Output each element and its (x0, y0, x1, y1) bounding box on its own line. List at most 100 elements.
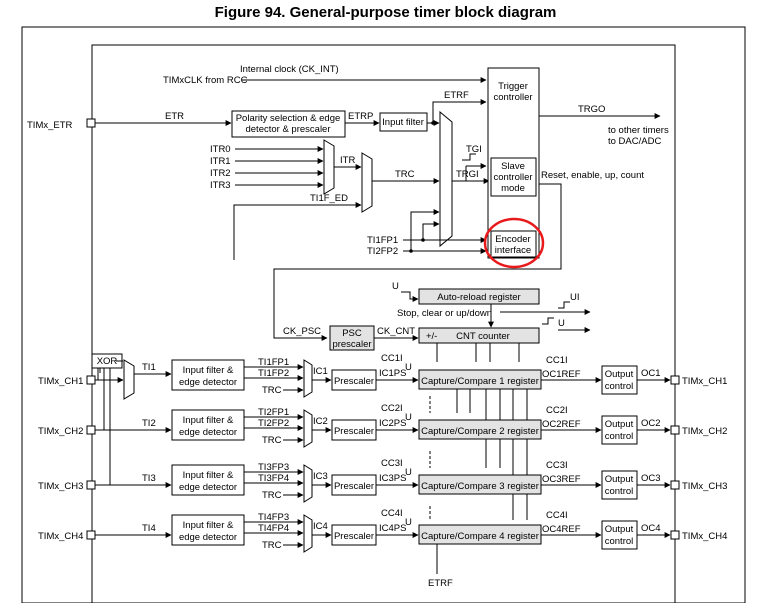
pin-ch4-out[interactable] (670, 530, 680, 540)
ic4-mux (303, 514, 313, 553)
label-ck-psc: CK_PSC (283, 326, 321, 337)
label-ti4: TI4 (142, 523, 156, 534)
pin-etr[interactable] (86, 118, 96, 128)
cnt-counter-label: CNT counter (456, 331, 510, 342)
output-control-3 (601, 470, 638, 500)
label-oc2ref: OC2REF (542, 419, 581, 430)
label-cc2i-out: CC2I (546, 405, 568, 416)
label-plus-minus: +/- (426, 331, 437, 342)
label-trc-4: TRC (262, 540, 282, 551)
infilt-3-l1: Input filter & (183, 470, 234, 481)
label-ti2fp1: TI2FP1 (258, 407, 289, 418)
pin-ch2-in-label: TIMx_CH2 (38, 426, 83, 437)
label-itr0: ITR0 (210, 144, 231, 155)
cc3-label: Capture/Compare 3 register (421, 481, 539, 492)
cc1-label: Capture/Compare 1 register (421, 376, 539, 387)
cc4-label: Capture/Compare 4 register (421, 531, 539, 542)
pin-ch4-out-label: TIMx_CH4 (682, 531, 727, 542)
slave-label-1: Slave (501, 161, 525, 172)
output-control-1 (601, 365, 638, 395)
pin-ch3-in[interactable] (86, 480, 96, 490)
label-ti4fp3: TI4FP3 (258, 512, 289, 523)
out-1-l1: Output (605, 369, 634, 380)
pin-ch2-out[interactable] (670, 425, 680, 435)
slave-label-3: mode (501, 183, 525, 194)
label-itr: ITR (340, 155, 355, 166)
label-ti1fp1-top: TI1FP1 (367, 235, 398, 246)
label-ic4: IC4 (313, 521, 328, 532)
label-cc3i-out: CC3I (546, 460, 568, 471)
label-oc4: OC4 (641, 523, 661, 534)
label-trc: TRC (395, 169, 415, 180)
label-ti2fp2-top: TI2FP2 (367, 246, 398, 257)
pin-ch4-in[interactable] (86, 530, 96, 540)
pin-ch1-out[interactable] (670, 375, 680, 385)
encoder-label-2: interface (495, 245, 531, 256)
label-reset-enable: Reset, enable, up, count (541, 170, 644, 181)
cc2-label: Capture/Compare 2 register (421, 426, 539, 437)
trigger-label-2: controller (493, 92, 532, 103)
ic2-mux (303, 409, 313, 448)
label-timxclk: TIMxCLK from RCC (163, 75, 248, 86)
prescaler-2-label: Prescaler (334, 426, 374, 437)
label-oc4ref: OC4REF (542, 524, 581, 535)
label-internal-clock: Internal clock (CK_INT) (240, 64, 339, 75)
label-trgi: TRGI (456, 169, 479, 180)
input-filter-4 (171, 514, 245, 546)
out-1-l2: control (605, 381, 634, 392)
pin-ch3-out[interactable] (670, 480, 680, 490)
timer-boundary (91, 44, 676, 603)
pin-etr-label: TIMx_ETR (27, 120, 73, 131)
auto-reload-register (418, 288, 540, 305)
auto-reload-label: Auto-reload register (437, 292, 520, 303)
polarity-label-2: detector & prescaler (245, 124, 330, 135)
label-u-cc1: U (405, 362, 412, 373)
prescaler-3-label: Prescaler (334, 481, 374, 492)
ti1-mux (123, 359, 135, 400)
label-trc-2: TRC (262, 435, 282, 446)
psc-label-1: PSC (342, 328, 362, 339)
polarity-block (231, 110, 346, 138)
label-trc-1: TRC (262, 385, 282, 396)
encoder-interface-block (490, 230, 537, 258)
pin-ch1-in[interactable] (86, 375, 96, 385)
input-filter-1 (171, 359, 245, 391)
label-trgo-dest-1: to other timers (608, 125, 669, 136)
pin-ch2-in[interactable] (86, 425, 96, 435)
trgi-mux (439, 110, 453, 248)
slave-label-2: controller (493, 172, 532, 183)
label-ti3fp4: TI3FP4 (258, 473, 289, 484)
label-ic3: IC3 (313, 471, 328, 482)
cnt-counter (418, 327, 540, 344)
output-control-4 (601, 520, 638, 550)
label-oc1ref: OC1REF (542, 369, 581, 380)
input-filter-block (379, 112, 428, 132)
pin-ch1-in-label: TIMx_CH1 (38, 376, 83, 387)
infilt-1-l2: edge detector (179, 377, 237, 388)
input-filter-label: Input filter (382, 117, 424, 128)
encoder-label-1: Encoder (495, 234, 530, 245)
itr-mux (323, 139, 335, 195)
label-ui: UI (570, 292, 580, 303)
label-u-cc4: U (405, 517, 412, 528)
infilt-4-l2: edge detector (179, 532, 237, 543)
pin-ch4-in-label: TIMx_CH4 (38, 531, 83, 542)
label-ic1ps: IC1PS (379, 368, 406, 379)
label-oc2: OC2 (641, 418, 661, 429)
label-ti1f-ed: TI1F_ED (310, 193, 348, 204)
label-itr2: ITR2 (210, 168, 231, 179)
label-ic4ps: IC4PS (379, 523, 406, 534)
pin-ch3-out-label: TIMx_CH3 (682, 481, 727, 492)
polarity-label-1: Polarity selection & edge (236, 113, 341, 124)
label-itr3: ITR3 (210, 180, 231, 191)
label-u-cnt: U (558, 318, 565, 329)
label-ti2fp2: TI2FP2 (258, 418, 289, 429)
label-ti1fp2: TI1FP2 (258, 368, 289, 379)
out-3-l2: control (605, 486, 634, 497)
label-ti3fp3: TI3FP3 (258, 462, 289, 473)
trc-mux (361, 152, 373, 213)
label-u-cc3: U (405, 467, 412, 478)
pin-ch3-in-label: TIMx_CH3 (38, 481, 83, 492)
slave-controller-block (490, 157, 537, 197)
